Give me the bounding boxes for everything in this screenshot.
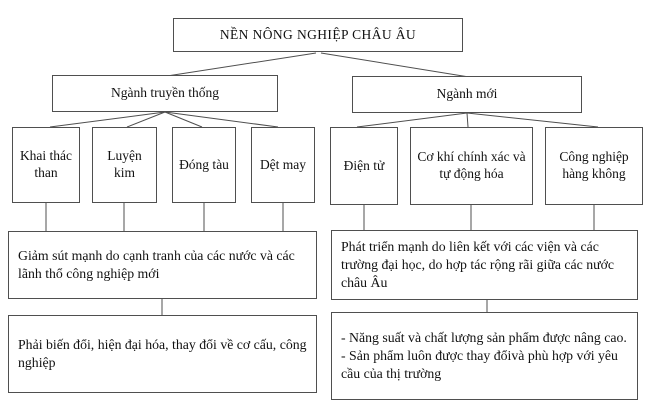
new-outcome-line-2: - Sản phẩm luôn được thay đổivà phù hợp … <box>341 348 618 381</box>
leaf-shipbuilding: Đóng tàu <box>172 127 236 203</box>
branch-traditional-industries: Ngành truyền thống <box>52 75 278 112</box>
leaf-textile: Dệt may <box>251 127 315 203</box>
new-cause-text: Phát triển mạnh do liên kết với các viện… <box>331 230 638 300</box>
root-node: NỀN NÔNG NGHIỆP CHÂU ÂU <box>173 18 463 52</box>
branch-new-industries: Ngành mới <box>352 76 582 113</box>
leaf-precision-mechanics: Cơ khí chính xác và tự động hóa <box>410 127 533 205</box>
leaf-metallurgy: Luyện kim <box>92 127 157 203</box>
traditional-cause-text: Giảm sút mạnh do cạnh tranh của các nước… <box>8 231 317 299</box>
traditional-outcome-text: Phải biến đổi, hiện đại hóa, thay đổi về… <box>8 315 317 393</box>
new-outcome-line-1: - Năng suất và chất lượng sản phẩm được … <box>341 330 627 346</box>
leaf-electronics: Điện tử <box>330 127 398 205</box>
new-outcome-text: - Năng suất và chất lượng sản phẩm được … <box>331 312 638 400</box>
leaf-coal-mining: Khai thác than <box>12 127 80 203</box>
leaf-aerospace: Công nghiệp hàng không <box>545 127 643 205</box>
